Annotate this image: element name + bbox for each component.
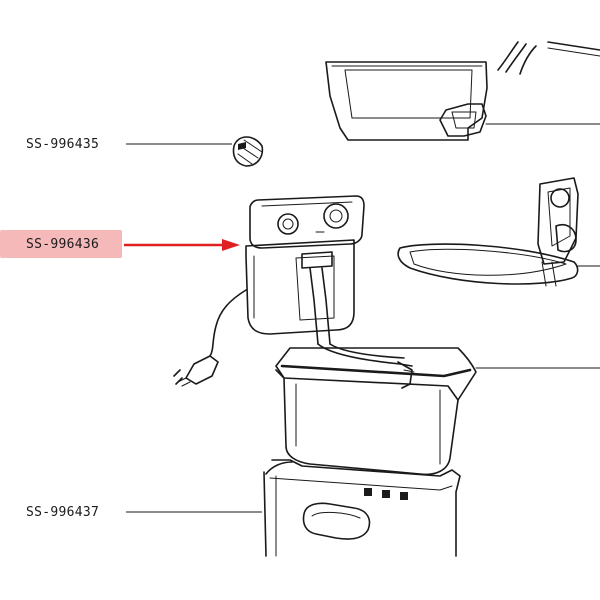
part-label-ss-996437: SS-996437: [26, 505, 99, 520]
part-label-ss-996435: SS-996435: [26, 137, 99, 152]
knob-cap-part: [232, 136, 264, 167]
label-highlight: [0, 230, 122, 258]
red-arrow-head: [222, 239, 240, 251]
part-label-ss-996436: SS-996436: [26, 237, 99, 252]
outer-housing-part: [263, 459, 461, 557]
control-unit-part: [173, 195, 365, 387]
heating-element-lid: [397, 177, 600, 287]
frying-basket: [325, 41, 600, 141]
callout-ss-996435: SS-996435: [26, 137, 232, 152]
callout-ss-996436: SS-996436: [0, 230, 240, 258]
oil-tank: [275, 343, 600, 476]
callout-ss-996437: SS-996437: [26, 505, 262, 520]
